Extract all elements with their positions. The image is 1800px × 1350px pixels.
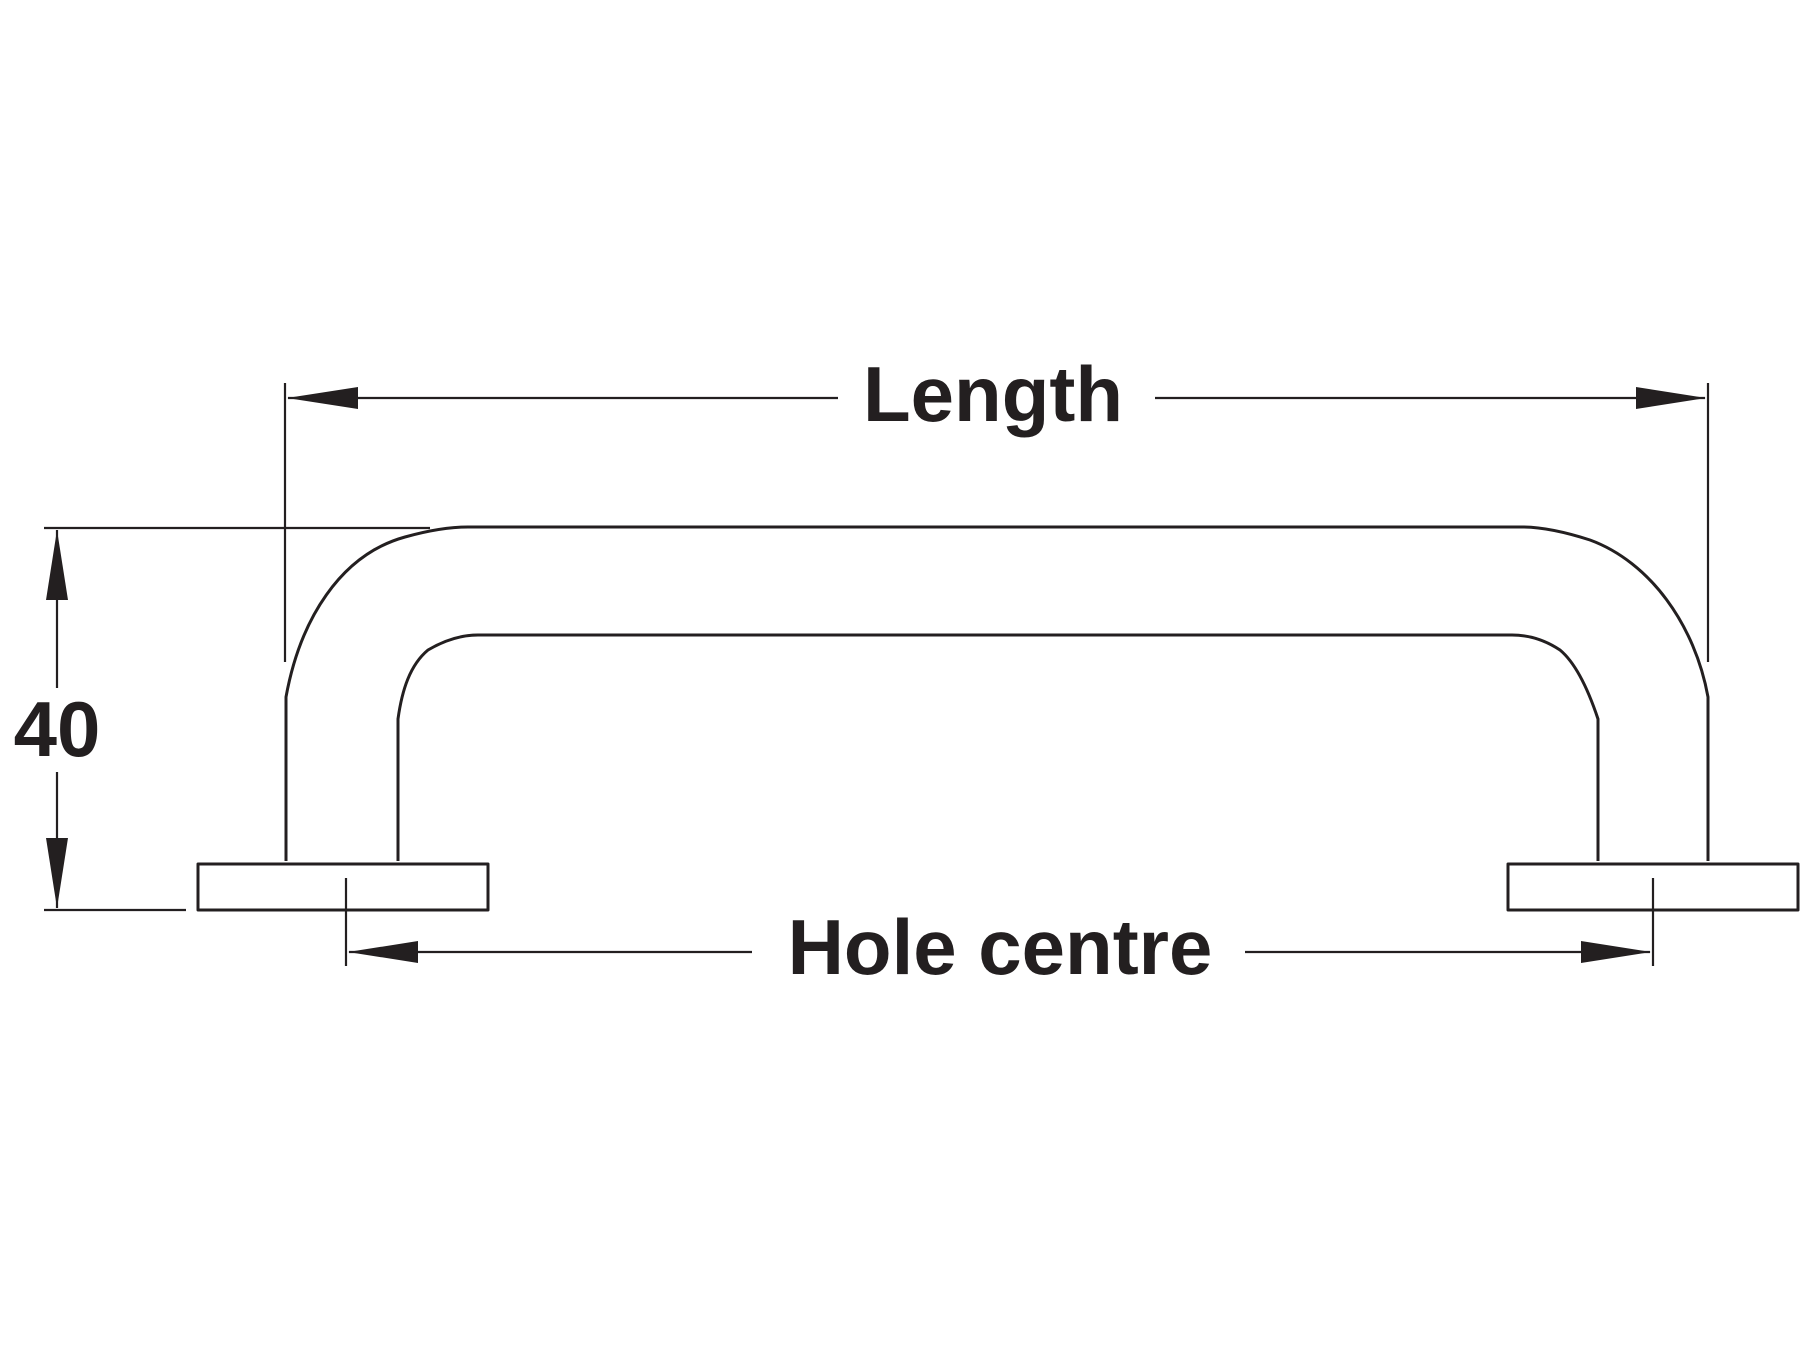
length-arrow-left bbox=[287, 387, 358, 409]
rail-inner-profile bbox=[396, 633, 1600, 861]
height-label: 40 bbox=[14, 685, 101, 773]
height-arrow-top bbox=[46, 530, 68, 600]
hole-centre-dimension: Hole centre bbox=[344, 878, 1655, 991]
grab-rail bbox=[196, 525, 1800, 912]
length-arrow-right bbox=[1636, 387, 1706, 409]
hole-centre-label: Hole centre bbox=[788, 903, 1213, 991]
height-dimension: 40 bbox=[14, 526, 430, 912]
left-mounting-plate bbox=[196, 862, 490, 912]
length-label: Length bbox=[863, 350, 1123, 438]
hole-centre-arrow-right bbox=[1581, 941, 1651, 963]
length-dimension: Length bbox=[283, 350, 1710, 662]
rail-outer-profile bbox=[284, 525, 1710, 861]
height-arrow-bottom bbox=[46, 838, 68, 908]
hole-centre-arrow-left bbox=[348, 941, 418, 963]
